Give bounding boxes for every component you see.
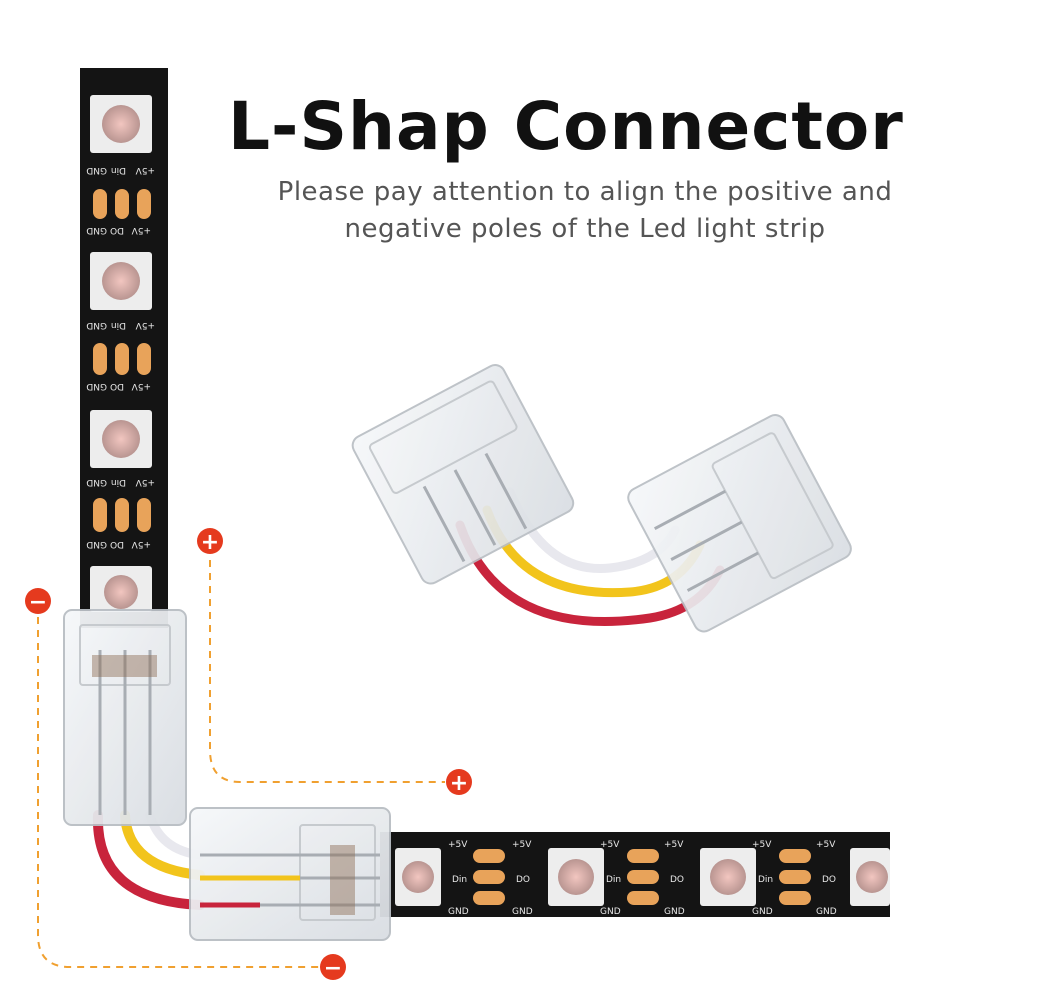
solder-pads — [473, 849, 811, 905]
pad-label-plus5v: +5V — [131, 539, 151, 549]
negative-symbol: − — [324, 956, 342, 981]
pad-label-din: Din — [452, 875, 467, 885]
led-chip — [850, 848, 890, 906]
pad-label-plus5v: +5V — [135, 165, 155, 175]
subtitle-line-2: negative poles of the Led light strip — [344, 214, 826, 244]
led-chip — [90, 252, 152, 310]
negative-guide-line — [37, 617, 320, 968]
vertical-clip-connector — [63, 609, 187, 826]
pad-label-gnd: GND — [512, 907, 533, 917]
pad-label-gnd: GND — [86, 477, 107, 487]
positive-badge: + — [197, 528, 223, 555]
page-title: L-Shap Connector — [228, 88, 904, 165]
pad-label-plus5v: +5V — [600, 840, 620, 850]
pad-label-din: Din — [111, 320, 126, 330]
pad-label-do: DO — [822, 875, 836, 885]
pad-label-plus5v: +5V — [816, 840, 836, 850]
positive-symbol: + — [201, 530, 219, 555]
bottom-connector-wires — [92, 810, 205, 910]
led-chip — [90, 410, 152, 468]
pad-label-gnd: GND — [86, 381, 107, 391]
pad-label-plus5v: +5V — [752, 840, 772, 850]
pad-label-plus5v: +5V — [448, 840, 468, 850]
pad-label-plus5v: +5V — [131, 225, 151, 235]
pad-label-plus5v: +5V — [131, 381, 151, 391]
pad-label-din: Din — [606, 875, 621, 885]
led-chip — [700, 848, 756, 906]
pad-label-plus5v: +5V — [135, 320, 155, 330]
negative-symbol: − — [29, 590, 47, 615]
negative-badge: − — [25, 588, 51, 615]
pad-label-gnd: GND — [816, 907, 837, 917]
led-chip — [548, 848, 604, 906]
pad-label-gnd: GND — [86, 225, 107, 235]
pad-label-gnd: GND — [448, 907, 469, 917]
pad-label-gnd: GND — [86, 539, 107, 549]
pad-label-din: Din — [111, 477, 126, 487]
led-chip — [90, 566, 152, 612]
positive-badge: + — [446, 769, 472, 796]
pad-label-gnd: GND — [664, 907, 685, 917]
horizontal-clip-connector — [189, 807, 391, 941]
pad-label-din: Din — [111, 165, 126, 175]
pad-label-do: DO — [110, 539, 124, 549]
horizontal-led-strip: +5V +5V +5V +5V +5V +5V GND GND GND GND … — [380, 832, 890, 917]
solder-pads — [93, 189, 151, 532]
subtitle: Please pay attention to align the positi… — [200, 174, 970, 248]
pad-label-do: DO — [516, 875, 530, 885]
pad-label-gnd: GND — [752, 907, 773, 917]
pad-label-plus5v: +5V — [664, 840, 684, 850]
pad-label-do: DO — [110, 225, 124, 235]
pad-label-plus5v: +5V — [135, 477, 155, 487]
pad-label-din: Din — [758, 875, 773, 885]
pad-label-plus5v: +5V — [512, 840, 532, 850]
pad-label-do: DO — [110, 381, 124, 391]
vertical-led-strip: +5V Din GND +5V DO GND +5V Din GND +5V D… — [80, 68, 168, 628]
pad-label-do: DO — [670, 875, 684, 885]
subtitle-line-1: Please pay attention to align the positi… — [277, 177, 893, 207]
pad-label-gnd: GND — [600, 907, 621, 917]
led-chip — [395, 848, 441, 906]
negative-badge: − — [320, 954, 346, 981]
positive-symbol: + — [450, 771, 468, 796]
pad-label-gnd: GND — [86, 320, 107, 330]
pad-label-gnd: GND — [86, 165, 107, 175]
led-chip — [90, 95, 152, 153]
positive-guide-line — [209, 560, 445, 783]
l-connector-product — [351, 364, 852, 633]
